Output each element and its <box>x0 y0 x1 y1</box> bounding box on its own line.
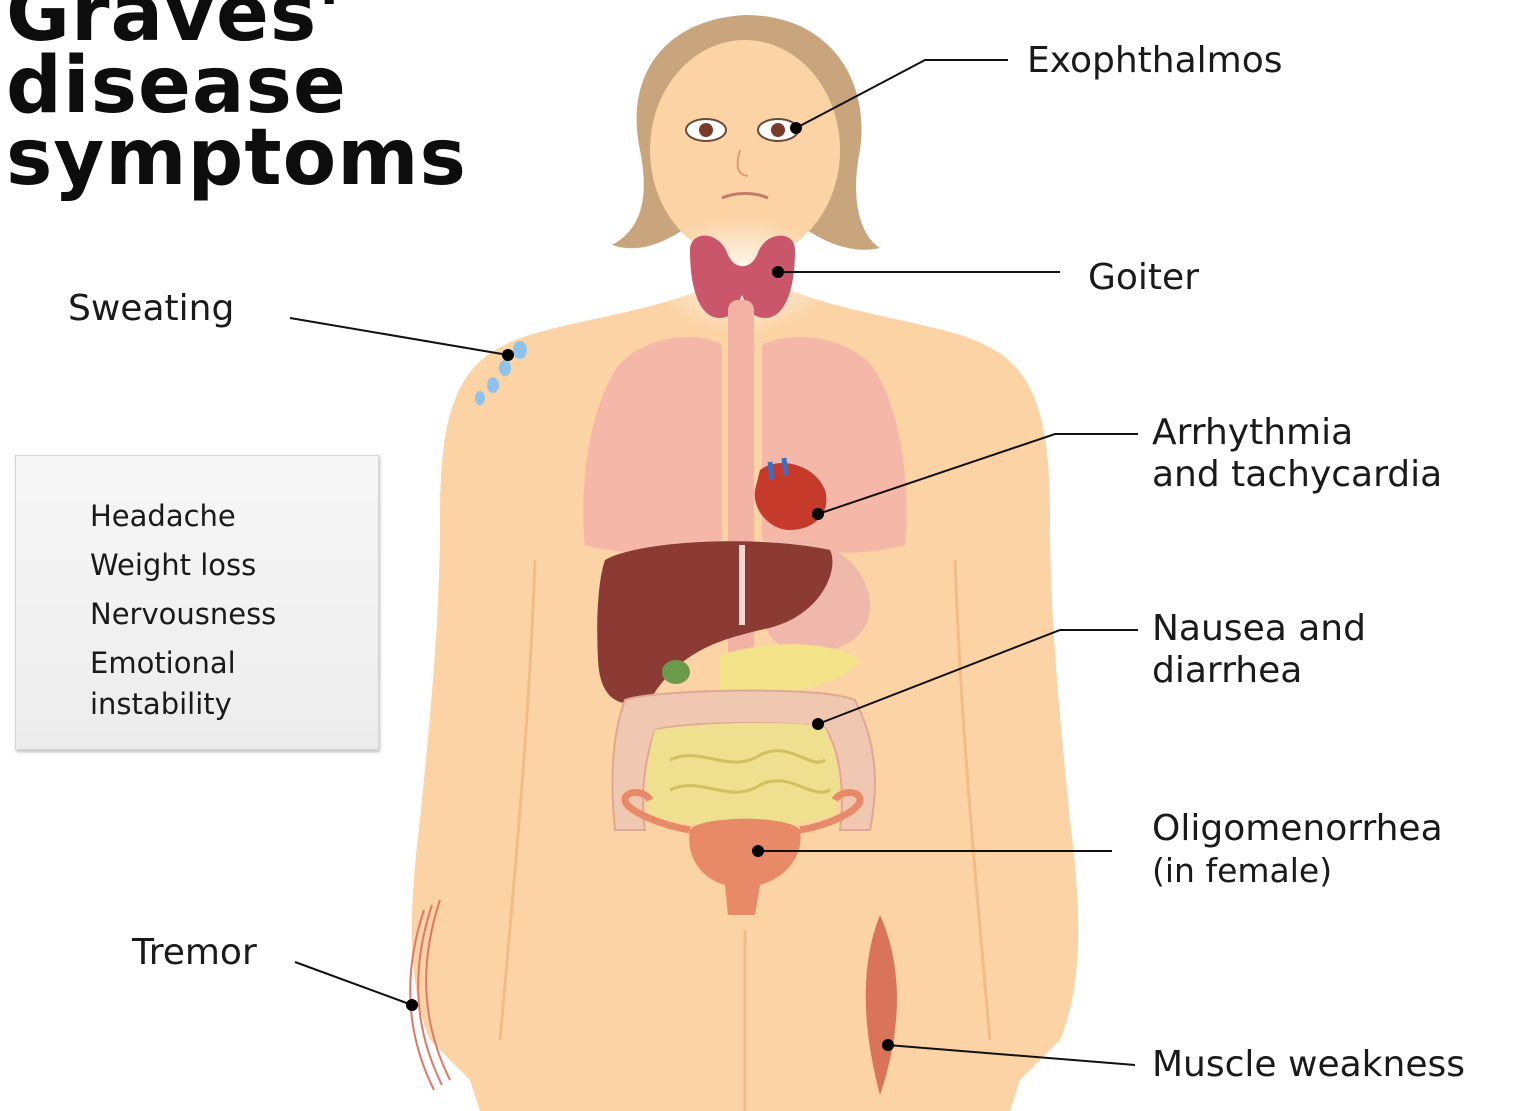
symptom-list-box: Headache Weight loss Nervousness Emotion… <box>15 455 379 750</box>
label-nausea: Nausea and diarrhea <box>1152 608 1366 692</box>
small-intestine <box>647 723 839 826</box>
label-arrhythmia-line-1: Arrhythmia <box>1152 412 1353 453</box>
title-line-2: disease <box>6 50 467 122</box>
label-nausea-line-1: Nausea and <box>1152 608 1366 649</box>
symptom-headache: Headache <box>90 492 378 541</box>
label-nausea-line-2: diarrhea <box>1152 650 1302 691</box>
label-oligomenorrhea-note: (in female) <box>1152 850 1443 892</box>
label-muscle-weakness: Muscle weakness <box>1152 1044 1465 1086</box>
label-arrhythmia: Arrhythmia and tachycardia <box>1152 412 1442 496</box>
diagram-title: Graves' disease symptoms <box>6 0 467 194</box>
symptom-nervousness: Nervousness <box>90 590 378 639</box>
label-tremor: Tremor <box>132 932 257 974</box>
symptom-weight-loss: Weight loss <box>90 541 378 590</box>
title-line-3: symptoms <box>6 122 467 194</box>
symptom-emotional-instability: Emotional instability <box>90 643 290 725</box>
label-goiter: Goiter <box>1088 257 1199 299</box>
label-sweating: Sweating <box>68 288 234 330</box>
label-oligomenorrhea-text: Oligomenorrhea <box>1152 808 1443 849</box>
label-arrhythmia-line-2: and tachycardia <box>1152 454 1442 495</box>
label-oligomenorrhea: Oligomenorrhea (in female) <box>1152 808 1443 892</box>
label-exophthalmos: Exophthalmos <box>1027 40 1282 82</box>
